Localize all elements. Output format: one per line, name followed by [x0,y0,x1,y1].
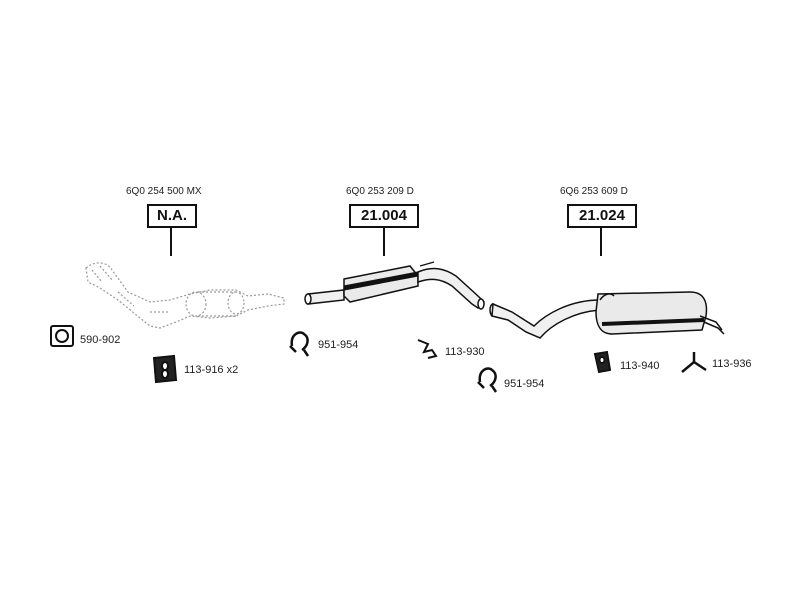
accessory-label[interactable]: 951-954 [318,339,359,351]
part-code-box[interactable]: N.A. [147,204,197,228]
pipe-clamp-icon [477,367,498,393]
hanger-bracket-icon [417,339,438,359]
accessory-label[interactable]: 113-940 [620,360,660,372]
part-code-box[interactable]: 21.004 [349,204,419,228]
rear-silencer-drawing [489,291,725,339]
oe-number-label: 6Q0 254 500 MX [126,186,202,197]
rubber-mount-icon [152,354,178,384]
accessory-label[interactable]: 113-930 [445,346,485,358]
accessory-label[interactable]: 113-936 [712,358,752,370]
catalytic-converter-drawing [85,262,285,329]
y-hanger-icon [681,352,707,373]
accessory-label[interactable]: 113-916 x2 [184,364,239,376]
oe-number-label: 6Q0 253 209 D [346,186,414,197]
part-code-box[interactable]: 21.024 [567,204,637,228]
accessory-label[interactable]: 590-902 [80,334,121,346]
gasket-icon [50,325,74,347]
pipe-clamp-icon [289,331,310,357]
rubber-mount-icon [593,350,612,374]
oe-number-label: 6Q6 253 609 D [560,186,628,197]
middle-silencer-drawing [304,261,486,310]
accessory-label[interactable]: 951-954 [504,378,545,390]
